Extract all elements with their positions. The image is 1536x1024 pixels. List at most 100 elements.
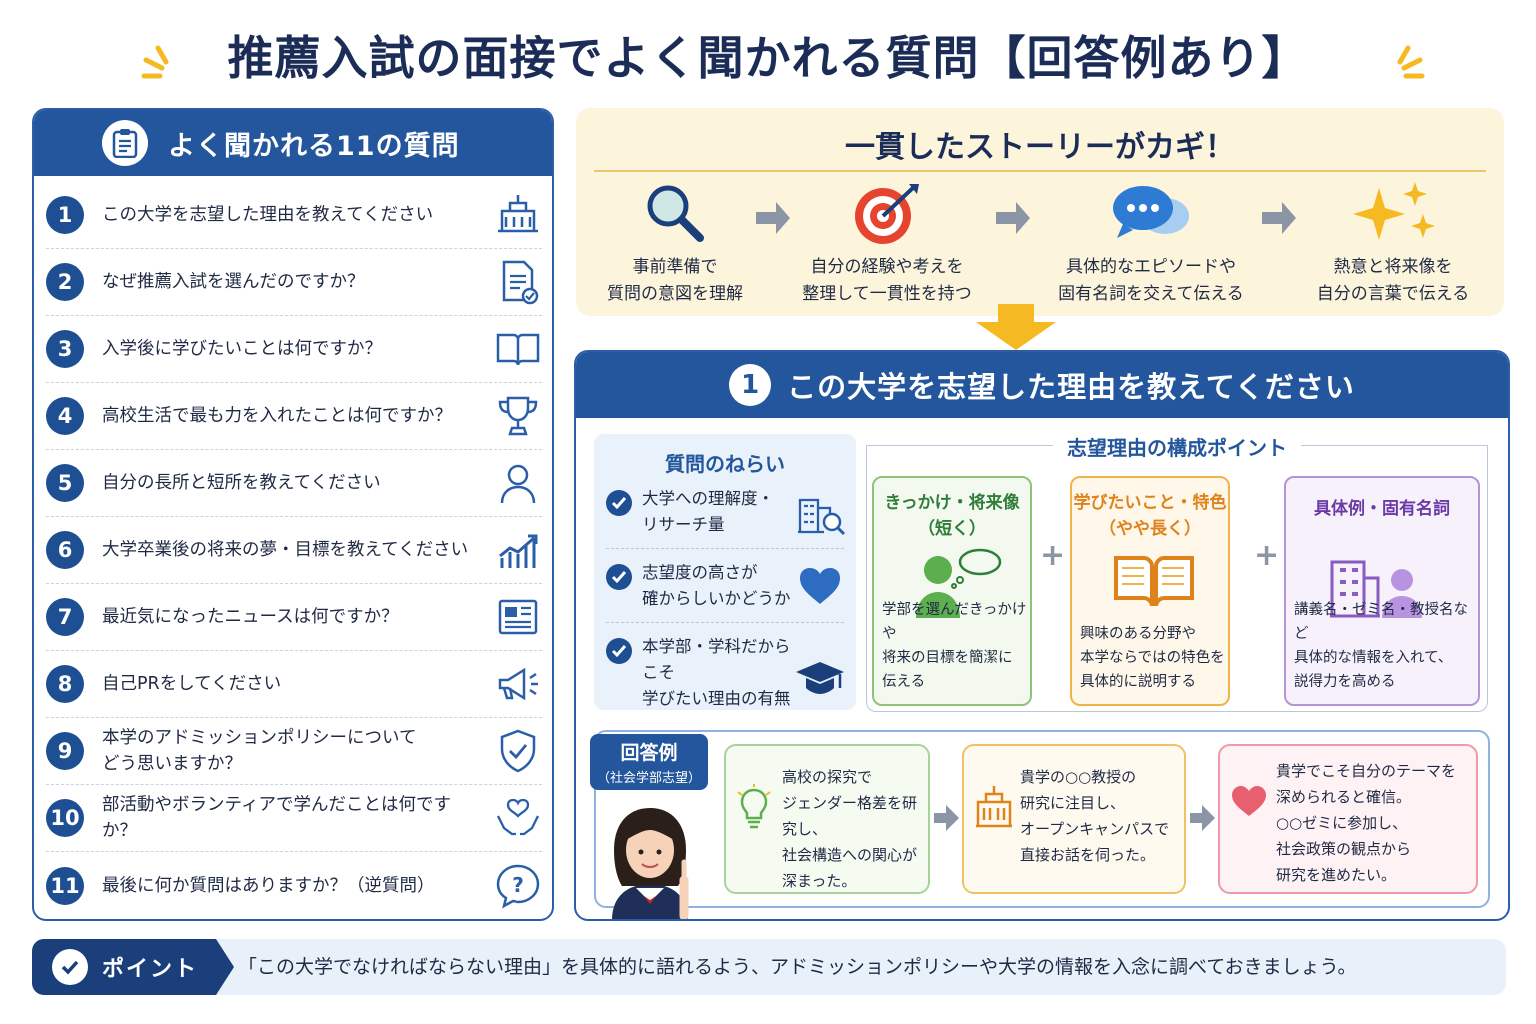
questions-list: 1 この大学を志望した理由を教えてください 2 なぜ推薦入試を選んだのですか？ … bbox=[46, 182, 542, 919]
student-avatar bbox=[612, 808, 689, 919]
question-text: 入学後に学びたいことは何ですか？ bbox=[102, 339, 382, 359]
point-card-purple: 具体例・固有名詞 講義名・ゼミ名・教授名など具体的な情報を入れて、説得力を高める bbox=[1284, 476, 1480, 706]
question-detail-panel: 1 この大学を志望した理由を教えてください 質問のねらい 大学への理解度・リサー… bbox=[574, 350, 1510, 921]
question-text: 自分の長所と短所を教えてください bbox=[102, 473, 381, 493]
point-card-heading: 学びたいこと・特色 （やや長く） bbox=[1072, 490, 1228, 542]
check-icon bbox=[606, 490, 632, 516]
heart-icon bbox=[1232, 786, 1266, 816]
question-number: 3 bbox=[46, 330, 84, 368]
answer-bubble-orange: 貴学の○○教授の研究に注目し、オープンキャンパスで直接お話を伺った。 bbox=[962, 744, 1186, 894]
growth-chart-icon bbox=[499, 534, 538, 568]
person-icon bbox=[500, 464, 536, 504]
step-line: 質問の意図を理解 bbox=[607, 284, 743, 304]
aim-line: 志望度の高さが bbox=[642, 563, 758, 582]
body-line: 説得力を高める bbox=[1294, 674, 1396, 690]
heading-line: （やや長く） bbox=[1099, 519, 1201, 539]
answer-line: ジェンダー格差を研究し、 bbox=[782, 794, 918, 838]
step-line: 具体的なエピソードや bbox=[1066, 257, 1236, 277]
points-title-wrap: 志望理由の構成ポイント bbox=[866, 432, 1488, 461]
accent-lines-icon bbox=[141, 45, 169, 79]
aim-line: 確からしいかどうか bbox=[642, 589, 791, 608]
points-title: 志望理由の構成ポイント bbox=[1053, 436, 1301, 460]
aim-item: 志望度の高さが確からしいかどうか bbox=[606, 560, 846, 632]
step-line: 固有名詞を交えて伝える bbox=[1058, 284, 1244, 304]
list-item: 6 大学卒業後の将来の夢・目標を教えてください bbox=[46, 517, 542, 584]
svg-text:?: ? bbox=[512, 873, 524, 897]
answer-line: オープンキャンパスで bbox=[1020, 820, 1170, 838]
story-step-text: 具体的なエピソードや固有名詞を交えて伝える bbox=[1046, 254, 1256, 308]
point-card-orange: 学びたいこと・特色 （やや長く） 興味のある分野や本学ならではの特色を具体的に説明… bbox=[1070, 476, 1230, 706]
arrow-right-icon bbox=[934, 805, 959, 831]
thinking-person-icon bbox=[916, 548, 1002, 618]
answer-bubble-pink: 貴学でこそ自分のテーマを深められると確信。○○ゼミに参加し、社会政策の観点から研… bbox=[1218, 744, 1478, 894]
body-line: 具体的に説明する bbox=[1080, 674, 1196, 690]
question-detail-header: 1 この大学を志望した理由を教えてください bbox=[576, 352, 1508, 418]
question-number: 1 bbox=[729, 364, 772, 406]
body-line: 伝える bbox=[882, 674, 926, 690]
arrow-right-icon bbox=[996, 202, 1030, 234]
point-card-heading: 具体例・固有名詞 bbox=[1286, 496, 1478, 522]
body-line: 講義名・ゼミ名・教授名など bbox=[1294, 602, 1468, 642]
point-card-heading: きっかけ・将来像（短く） bbox=[874, 490, 1030, 542]
aim-item: 大学への理解度・リサーチ量 bbox=[606, 486, 846, 558]
question-icon: ? bbox=[496, 864, 540, 908]
list-item: 3 入学後に学びたいことは何ですか？ bbox=[46, 316, 542, 383]
body-line: 本学ならではの特色を bbox=[1080, 650, 1225, 666]
list-item: 4 高校生活で最も力を入れたことは何ですか？ bbox=[46, 383, 542, 450]
answer-line: ○○ゼミに参加し、 bbox=[1276, 814, 1408, 832]
arrow-right-icon bbox=[1262, 202, 1296, 234]
answer-text: 貴学でこそ自分のテーマを深められると確信。○○ゼミに参加し、社会政策の観点から研… bbox=[1276, 758, 1456, 888]
question-text: この大学を志望した理由を教えてください bbox=[102, 205, 434, 225]
story-step: 自分の経験や考えを整理して一貫性を持つ bbox=[782, 180, 992, 308]
answer-line: 社会政策の観点から bbox=[1276, 840, 1412, 858]
list-item: 11 最後に何か質問はありますか？（逆質問） ? bbox=[46, 852, 542, 919]
point-label: ポイント bbox=[32, 939, 216, 995]
question-number: 2 bbox=[46, 263, 84, 301]
target-icon bbox=[855, 184, 919, 244]
lightbulb-icon bbox=[737, 784, 771, 829]
question-number: 1 bbox=[46, 196, 84, 234]
story-step: 熱意と将来像を自分の言葉で伝える bbox=[1288, 180, 1498, 308]
point-card-body: 学部を選んだきっかけや将来の目標を簡潔に伝える bbox=[882, 598, 1028, 694]
answer-line: 深められると確信。 bbox=[1276, 788, 1412, 806]
list-item: 2 なぜ推薦入試を選んだのですか？ bbox=[46, 249, 542, 316]
question-text: 自己PRをしてください bbox=[102, 674, 282, 694]
aim-text: 大学への理解度・リサーチ量 bbox=[642, 486, 802, 538]
step-line: 整理して一貫性を持つ bbox=[802, 284, 972, 304]
question-detail-title: この大学を志望した理由を教えてください bbox=[787, 370, 1355, 404]
open-book-icon bbox=[496, 333, 540, 366]
question-text: 高校生活で最も力を入れたことは何ですか？ bbox=[102, 406, 452, 426]
answer-label-title: 回答例 bbox=[620, 742, 678, 764]
story-title: 一貫したストーリーがカギ！ bbox=[845, 130, 1235, 165]
aim-text: 本学部・学科だからこそ学びたい理由の有無 bbox=[642, 634, 802, 712]
story-step: 事前準備で質問の意図を理解 bbox=[570, 180, 780, 308]
points-frame bbox=[866, 446, 1488, 712]
aim-line: 本学部・学科だからこそ bbox=[642, 637, 791, 682]
check-icon bbox=[606, 638, 632, 664]
aim-text: 志望度の高さが確からしいかどうか bbox=[642, 560, 802, 612]
heading-line: 学びたいこと・特色 bbox=[1073, 493, 1227, 513]
heart-icon bbox=[800, 568, 840, 604]
answer-label: 回答例 （社会学部志望） bbox=[590, 734, 708, 790]
question-number: 7 bbox=[46, 598, 84, 636]
aim-line: 学びたい理由の有無 bbox=[642, 689, 791, 708]
document-check-icon bbox=[502, 260, 539, 305]
answer-bubble-green: 高校の探究でジェンダー格差を研究し、社会構造への関心が深まった。 bbox=[724, 744, 930, 894]
trophy-icon bbox=[498, 396, 538, 436]
graduation-cap-icon bbox=[796, 662, 844, 694]
question-text: 最近気になったニュースは何ですか？ bbox=[102, 607, 399, 627]
chat-bubbles-icon bbox=[1113, 186, 1189, 238]
aim-line: 大学への理解度・ bbox=[642, 489, 774, 508]
question-number: 9 bbox=[46, 732, 84, 770]
magnifier-icon bbox=[647, 185, 704, 242]
heading-line: （短く） bbox=[918, 519, 986, 539]
open-book-icon bbox=[1114, 556, 1194, 607]
question-aim-title: 質問のねらい bbox=[665, 452, 785, 476]
building-person-icon bbox=[1330, 560, 1422, 618]
answer-label-sub: （社会学部志望） bbox=[596, 771, 701, 786]
answer-line: 貴学でこそ自分のテーマを bbox=[1276, 762, 1457, 780]
point-card-body: 興味のある分野や本学ならではの特色を具体的に説明する bbox=[1080, 622, 1226, 694]
point-bar: ポイント 「この大学でなければならない理由」を具体的に語れるよう、アドミッション… bbox=[32, 939, 1506, 995]
point-text: 「この大学でなければならない理由」を具体的に語れるよう、アドミッションポリシーや… bbox=[238, 956, 1357, 978]
answer-line: 貴学の○○教授の bbox=[1020, 768, 1137, 786]
